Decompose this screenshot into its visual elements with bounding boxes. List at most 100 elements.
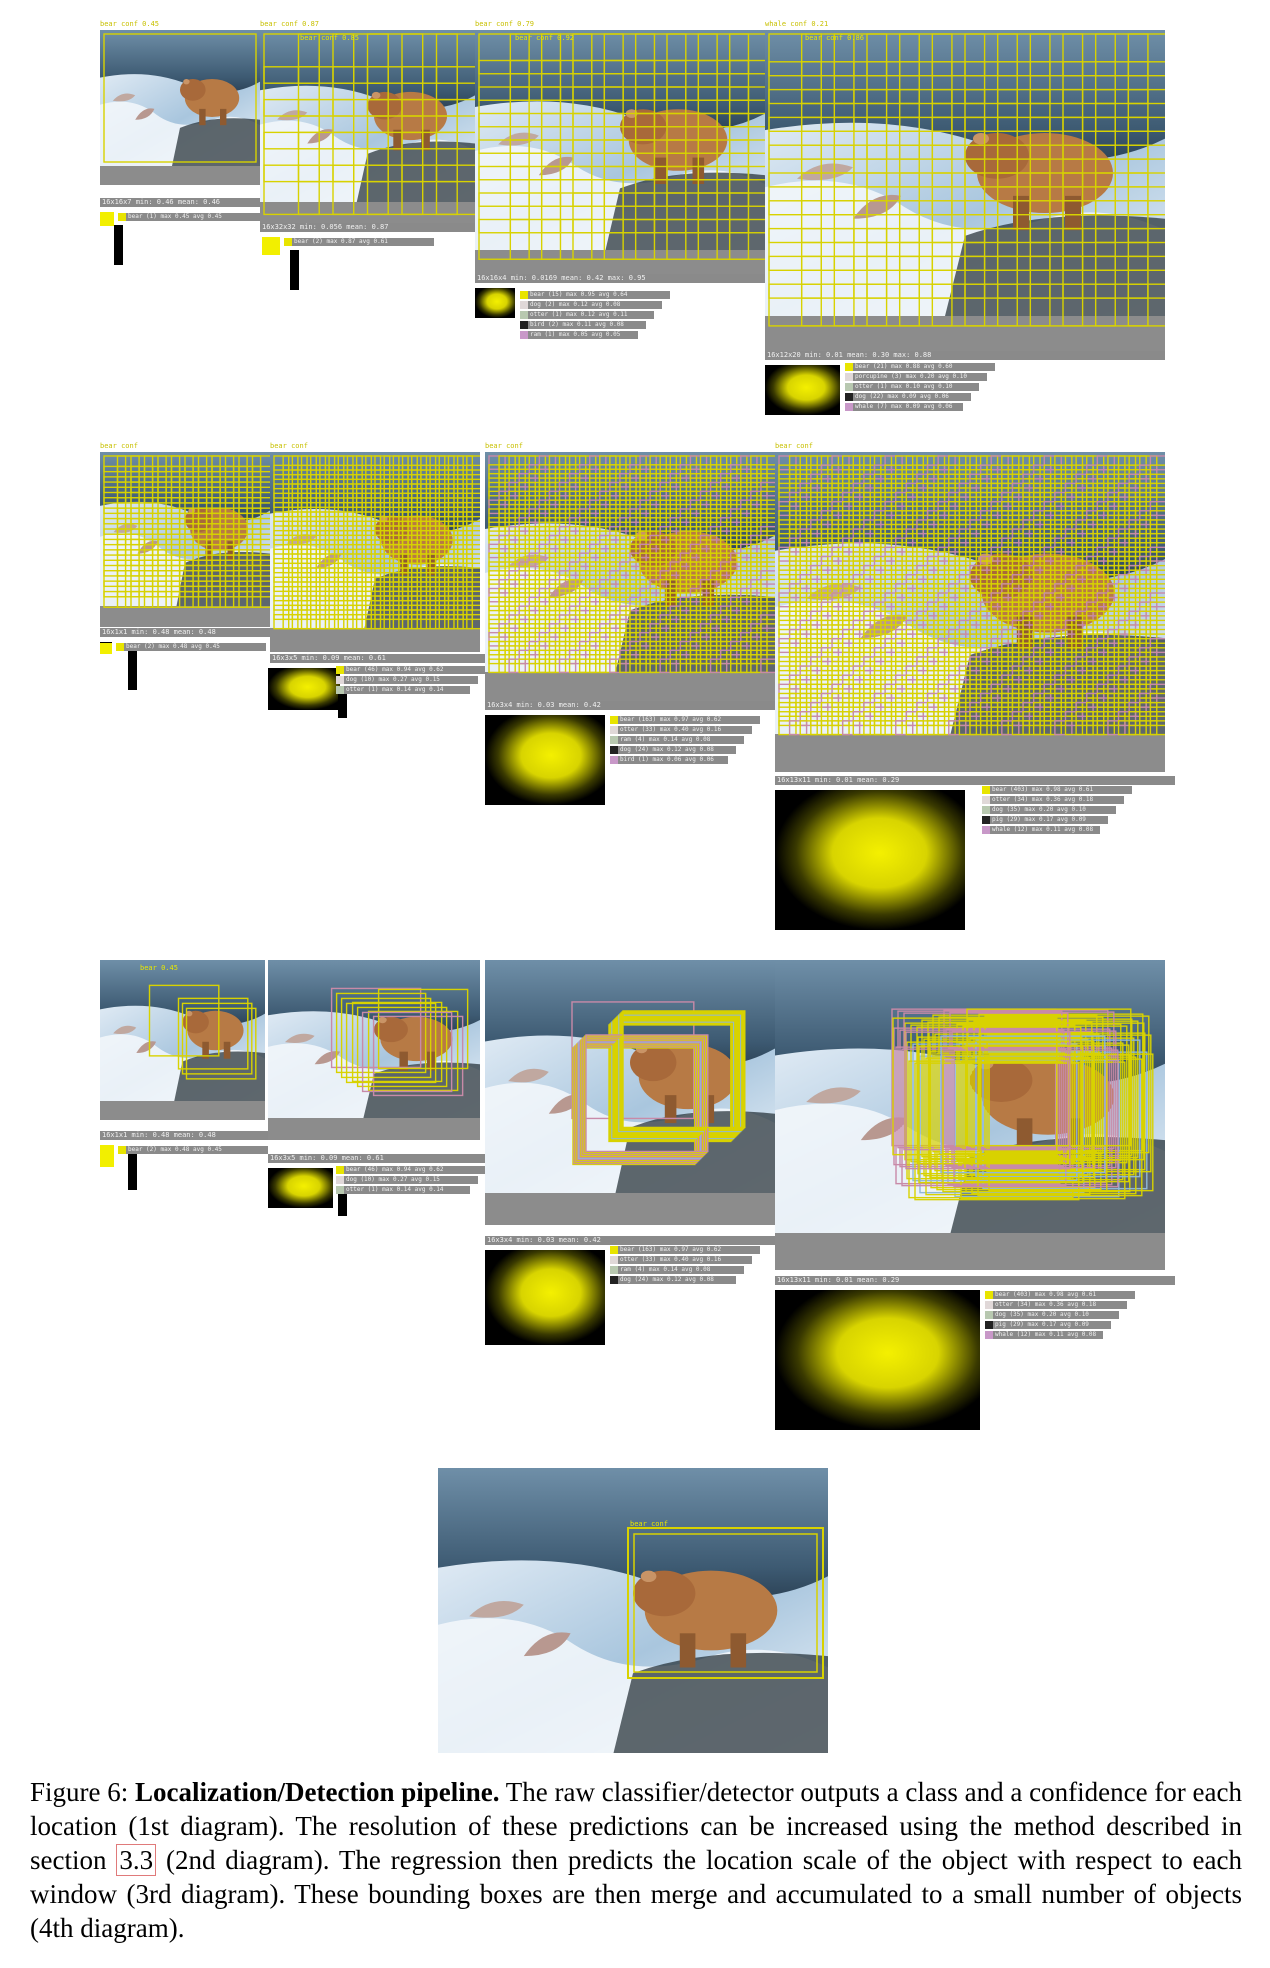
- detection-window: [788, 656, 808, 672]
- detection-window: [1011, 701, 1031, 718]
- regressed-box: [949, 1011, 1115, 1150]
- detection-window: [528, 561, 547, 576]
- regressed-box: [356, 1006, 448, 1088]
- detection-window: [1139, 473, 1158, 489]
- detection-window: [669, 517, 688, 532]
- detection-window: [538, 472, 557, 488]
- detection-window: [291, 613, 308, 630]
- detection-window: [1096, 455, 1116, 471]
- detection-window: [346, 529, 363, 546]
- detection-window: [420, 567, 437, 583]
- detection-window: [508, 596, 526, 612]
- detection-window: [884, 482, 903, 498]
- detection-window: [1064, 701, 1084, 718]
- detection-window: [740, 623, 758, 638]
- detection-window: [852, 546, 871, 562]
- detection-window: [1128, 720, 1147, 736]
- detection-window: [969, 674, 988, 690]
- detection-window: [799, 720, 818, 736]
- detection-window: [568, 587, 587, 603]
- detection-window: [1054, 665, 1073, 681]
- detection-window: [538, 464, 557, 479]
- detection-window: [420, 473, 437, 490]
- detection-window: [310, 539, 327, 555]
- detection-window: [498, 640, 516, 656]
- detection-window: [589, 481, 607, 497]
- detection-window: [572, 86, 624, 128]
- detection-window: [969, 583, 988, 599]
- detection-window: [750, 570, 768, 585]
- detection-window: [1149, 601, 1165, 617]
- detection-window: [488, 472, 506, 488]
- detection-window: [1011, 610, 1031, 626]
- detection-window: [346, 604, 363, 621]
- class-legend-row: pig (29) max 0.17 avg 0.09: [982, 815, 1108, 824]
- detection-window: [466, 557, 480, 574]
- detection-window: [328, 511, 345, 527]
- detection-window: [905, 464, 925, 480]
- detection-window: [538, 640, 557, 656]
- detection-window: [224, 517, 248, 535]
- detection-window: [578, 649, 597, 665]
- detection-window: [1094, 88, 1149, 132]
- detection-window: [528, 596, 547, 612]
- detection-window: [778, 574, 797, 590]
- detection-window: [1139, 701, 1158, 718]
- detection-window: [538, 499, 557, 515]
- detection-window: [979, 701, 999, 718]
- detection-window: [884, 464, 903, 480]
- detection-window: [1107, 601, 1126, 617]
- detection-window: [958, 555, 978, 571]
- detection-window: [374, 585, 391, 602]
- detection-window: [948, 555, 967, 571]
- class-legend-row: dog (10) max 0.27 avg 0.15: [336, 675, 478, 684]
- row2-panel3: [485, 452, 775, 702]
- detection-window: [518, 534, 537, 550]
- detection-window: [841, 455, 861, 471]
- detection-window: [679, 631, 698, 647]
- class-legend-row: dog (22) max 0.09 avg 0.06: [845, 392, 971, 401]
- detection-window: [488, 455, 506, 470]
- detection-window: [538, 605, 557, 621]
- detection-window: [649, 561, 667, 576]
- detection-window: [659, 578, 678, 594]
- detection-window: [1139, 647, 1158, 663]
- detection-window: [116, 476, 140, 494]
- detection-window: [831, 674, 850, 690]
- detection-window: [1075, 555, 1094, 571]
- detection-window: [719, 587, 738, 603]
- detection-window: [558, 534, 577, 550]
- detection-window: [709, 631, 728, 647]
- class-legend-text: bear (1) max 0.45 avg 0.45: [126, 212, 268, 221]
- detection-window: [799, 464, 818, 480]
- detection-window: [979, 519, 999, 535]
- detection-window: [852, 491, 871, 507]
- detection-window: [788, 564, 808, 580]
- section-ref-link[interactable]: 3.3: [116, 1844, 157, 1876]
- detection-window: [130, 507, 154, 525]
- detection-window: [263, 131, 320, 183]
- detection-window: [1062, 88, 1116, 132]
- detection-window: [799, 555, 818, 571]
- detection-window: [1075, 583, 1094, 599]
- detection-window: [898, 88, 953, 132]
- detection-window: [1022, 637, 1041, 654]
- detection-window: [170, 538, 194, 556]
- detection-window: [958, 510, 978, 526]
- detection-window: [1064, 647, 1084, 663]
- detection-window: [401, 595, 418, 611]
- detection-window: [1086, 491, 1105, 507]
- detection-window: [1075, 701, 1094, 718]
- detection-window: [852, 519, 871, 535]
- detection-window: [411, 585, 428, 602]
- detection-window: [873, 610, 893, 626]
- detection-window: [609, 596, 627, 612]
- stats-bar: 16x1x1 min: 0.48 mean: 0.48: [100, 628, 310, 637]
- detection-window: [456, 529, 474, 546]
- detection-window: [931, 283, 986, 327]
- detection-window: [273, 483, 290, 499]
- detection-window: [328, 539, 345, 555]
- detection-window: [197, 455, 221, 473]
- detection-overlay: [273, 455, 480, 630]
- detection-window: [528, 623, 547, 638]
